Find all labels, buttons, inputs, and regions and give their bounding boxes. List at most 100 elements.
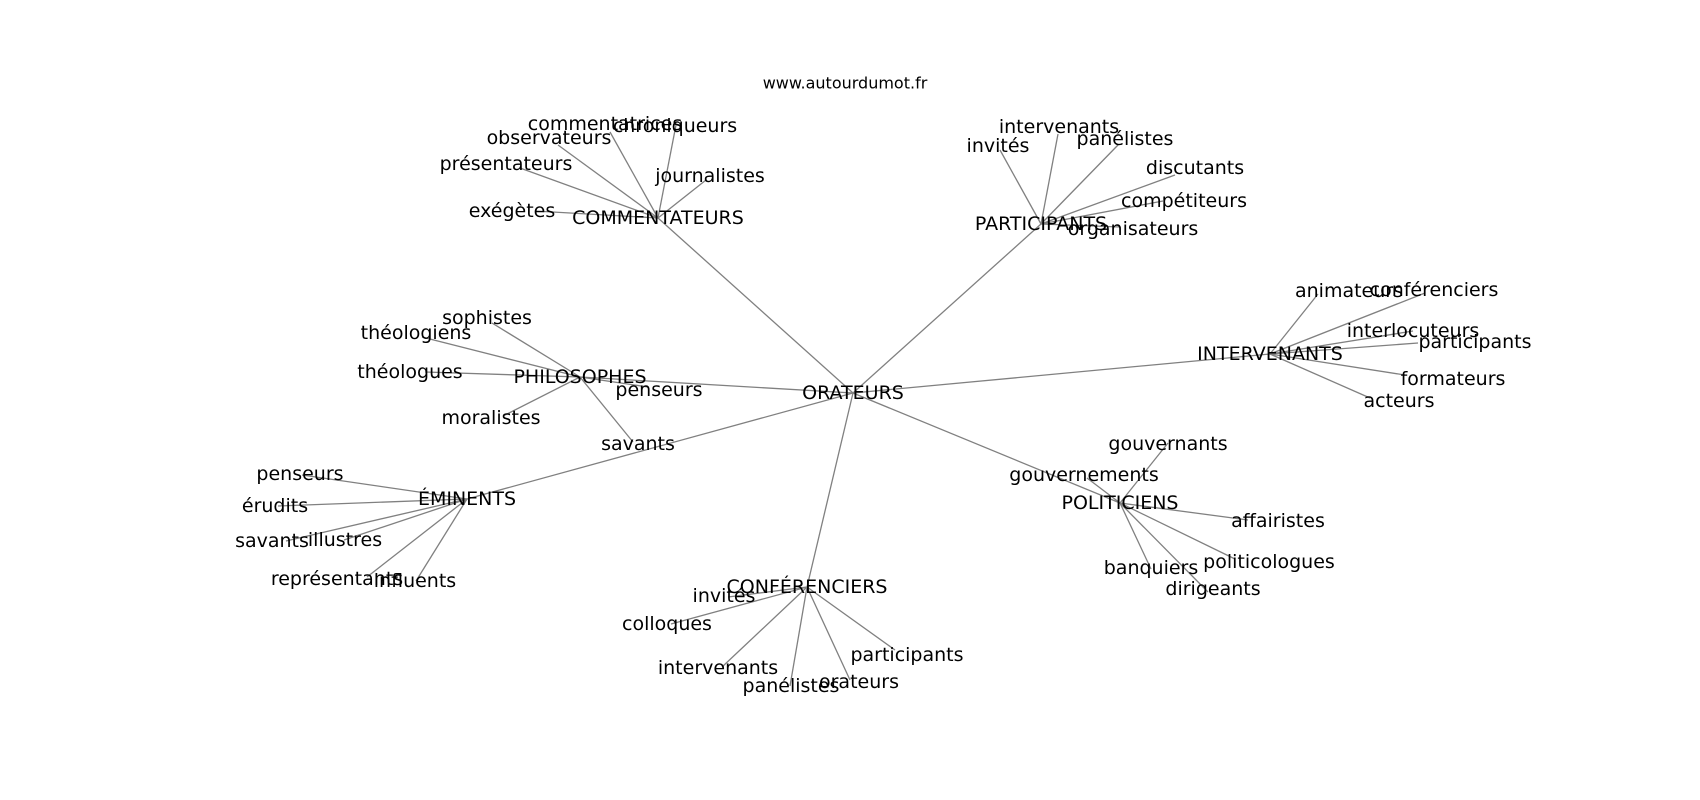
- edge-eminents-leaf: [366, 498, 468, 578]
- edge-eminents-leaf: [343, 498, 468, 541]
- edge-center-philosophes: [579, 376, 854, 394]
- leaf-node[interactable]: penseurs: [256, 463, 343, 485]
- leaf-node[interactable]: chroniqueurs: [613, 115, 737, 137]
- edge-center-eminents: [466, 392, 854, 500]
- leaf-node[interactable]: intervenants: [999, 116, 1119, 138]
- leaf-node[interactable]: moralistes: [441, 407, 540, 429]
- leaf-node[interactable]: théologues: [357, 361, 462, 383]
- edge-center-commentateurs: [657, 217, 854, 394]
- edge-politiciens-leaf: [1119, 502, 1249, 521]
- edge-politiciens-leaf: [1086, 477, 1121, 504]
- leaf-node[interactable]: gouvernements: [1009, 464, 1158, 486]
- edge-conferenciers-leaf: [789, 586, 808, 687]
- edge-intervenants-leaf: [1269, 353, 1406, 376]
- hub-node-participants[interactable]: PARTICIPANTS: [975, 213, 1107, 235]
- edge-eminents-leaf: [301, 474, 468, 500]
- edge-philosophes-leaf: [579, 376, 634, 443]
- leaf-node[interactable]: observateurs: [487, 127, 612, 149]
- edge-commentateurs-leaf: [534, 210, 659, 219]
- edge-center-conferenciers: [806, 392, 854, 588]
- leaf-node[interactable]: organisateurs: [1068, 218, 1199, 240]
- edge-politiciens-leaf: [1119, 502, 1209, 593]
- edge-participants-leaf: [1040, 200, 1164, 225]
- hub-node-conferenciers[interactable]: CONFÉRENCIERS: [727, 575, 888, 598]
- leaf-node[interactable]: interlocuteurs: [1347, 320, 1480, 342]
- graph-labels: ORATEURS COMMENTATEURS commentatriceschron…: [235, 113, 1531, 697]
- graph-edges: [277, 124, 1426, 687]
- leaf-node[interactable]: banquiers: [1104, 557, 1199, 579]
- edge-conferenciers-leaf: [670, 586, 808, 625]
- edge-participants-leaf: [999, 149, 1042, 225]
- edge-eminents-leaf: [277, 498, 468, 507]
- leaf-node[interactable]: conférenciers: [1370, 279, 1499, 301]
- edge-center-participants: [852, 223, 1042, 394]
- hub-node-commentateurs[interactable]: COMMENTATEURS: [572, 207, 744, 229]
- leaf-node[interactable]: orateurs: [819, 671, 899, 693]
- leaf-node[interactable]: sophistes: [442, 307, 532, 329]
- site-url: www.autourdumot.fr: [763, 74, 928, 93]
- edge-commentateurs-leaf: [657, 179, 707, 219]
- edge-intervenants-leaf: [1269, 292, 1426, 355]
- leaf-node[interactable]: représentants: [271, 568, 403, 590]
- leaf-node[interactable]: participants: [1418, 331, 1531, 353]
- edge-conferenciers-leaf: [806, 586, 896, 651]
- leaf-node[interactable]: présentateurs: [440, 153, 573, 175]
- leaf-node[interactable]: érudits: [242, 495, 308, 517]
- edge-commentateurs-leaf: [557, 144, 659, 219]
- leaf-node[interactable]: commentatrices: [528, 113, 683, 135]
- leaf-node[interactable]: influents: [374, 570, 456, 592]
- leaf-node[interactable]: théologiens: [361, 322, 472, 344]
- leaf-node[interactable]: colloques: [622, 613, 712, 635]
- edge-eminents-leaf: [415, 498, 468, 582]
- edge-conferenciers-leaf: [721, 586, 808, 668]
- hub-node-politiciens[interactable]: POLITICIENS: [1062, 492, 1179, 514]
- leaf-node[interactable]: affairistes: [1231, 510, 1325, 532]
- leaf-node[interactable]: intervenants: [658, 657, 778, 679]
- leaf-node[interactable]: exégètes: [469, 200, 556, 222]
- leaf-node[interactable]: illustres: [308, 529, 382, 551]
- leaf-node[interactable]: gouvernants: [1108, 433, 1227, 455]
- leaf-node[interactable]: politicologues: [1203, 551, 1335, 573]
- edge-philosophes-leaf: [579, 376, 649, 388]
- leaf-node[interactable]: panélistes: [743, 675, 840, 697]
- edge-intervenants-leaf: [1269, 293, 1319, 355]
- leaf-node[interactable]: savants: [235, 530, 309, 552]
- leaf-node[interactable]: penseurs: [615, 379, 702, 401]
- edge-conferenciers-leaf: [806, 586, 851, 681]
- leaf-node[interactable]: invités: [967, 135, 1030, 157]
- leaf-node[interactable]: panélistes: [1077, 128, 1174, 150]
- edge-intervenants-leaf: [1269, 353, 1371, 399]
- leaf-node[interactable]: formateurs: [1401, 368, 1506, 390]
- edge-politiciens-leaf: [1119, 442, 1169, 504]
- leaf-node[interactable]: acteurs: [1364, 390, 1435, 412]
- edge-philosophes-leaf: [502, 376, 581, 417]
- leaf-node[interactable]: animateurs: [1295, 280, 1403, 302]
- edge-intervenants-leaf: [1269, 342, 1419, 355]
- leaf-node[interactable]: savants: [601, 433, 675, 455]
- edge-intervenants-leaf: [1269, 330, 1414, 355]
- hub-node-intervenants[interactable]: INTERVENANTS: [1197, 343, 1343, 365]
- edge-philosophes-leaf: [424, 371, 581, 378]
- leaf-node[interactable]: compétiteurs: [1121, 190, 1247, 212]
- leaf-node[interactable]: dirigeants: [1165, 578, 1260, 600]
- edge-eminents-leaf: [285, 498, 468, 542]
- edge-politiciens-leaf: [1119, 502, 1152, 570]
- edge-participants-leaf: [1040, 223, 1121, 228]
- edge-commentateurs-leaf: [519, 167, 659, 219]
- leaf-node[interactable]: journalistes: [654, 165, 765, 187]
- leaf-node[interactable]: participants: [850, 644, 963, 666]
- edge-center-intervenants: [852, 353, 1271, 394]
- leaf-node[interactable]: invités: [693, 585, 756, 607]
- edge-participants-leaf: [1040, 144, 1119, 225]
- center-node[interactable]: ORATEURS: [802, 382, 904, 404]
- edge-center-politiciens: [852, 392, 1121, 504]
- hub-node-eminents[interactable]: ÉMINENTS: [418, 487, 516, 510]
- edge-participants-leaf: [1040, 174, 1176, 225]
- hub-node-philosophes[interactable]: PHILOSOPHES: [513, 366, 646, 388]
- leaf-node[interactable]: discutants: [1146, 157, 1244, 179]
- edge-participants-leaf: [1040, 133, 1059, 225]
- edge-politiciens-leaf: [1119, 502, 1236, 560]
- edge-commentateurs-leaf: [657, 124, 677, 219]
- edge-commentateurs-leaf: [609, 131, 659, 219]
